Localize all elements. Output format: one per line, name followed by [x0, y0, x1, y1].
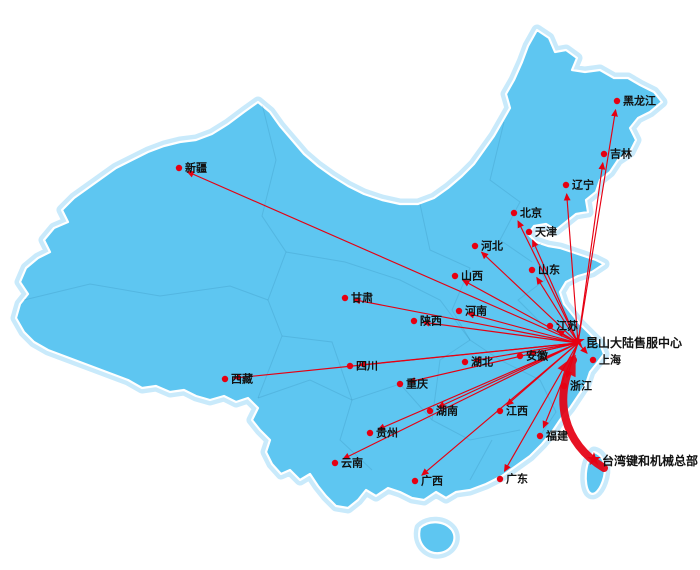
province-dot — [341, 294, 349, 302]
route-arrows — [186, 108, 618, 476]
province-dot — [461, 358, 469, 366]
province-dot — [346, 362, 354, 370]
province-dot — [613, 97, 621, 105]
route-arrow — [577, 108, 618, 344]
taiwan-to-kunshan-arrow — [557, 354, 608, 472]
province-dot — [589, 356, 597, 364]
province-dot — [525, 228, 533, 236]
mainland-shape — [14, 28, 664, 510]
province-dot — [366, 429, 374, 437]
province-dot — [331, 459, 339, 467]
province-dot — [411, 477, 419, 485]
province-dot — [516, 352, 524, 360]
province-dot — [528, 266, 536, 274]
province-dot — [510, 209, 518, 217]
province-dot — [562, 181, 570, 189]
province-dot — [496, 475, 504, 483]
province-dot — [451, 272, 459, 280]
route-arrow — [517, 220, 579, 344]
route-arrow — [407, 342, 579, 384]
province-dot — [396, 380, 404, 388]
province-dot — [455, 307, 463, 315]
route-arrow — [466, 311, 579, 344]
province-dot — [560, 382, 568, 390]
route-arrow — [556, 330, 579, 344]
route-arrow — [186, 171, 579, 344]
hainan-island — [418, 521, 456, 555]
province-dot — [536, 432, 544, 440]
province-dot — [410, 317, 418, 325]
route-arrow — [342, 342, 579, 460]
province-dot — [175, 164, 183, 172]
route-arrow — [377, 342, 579, 430]
route-arrow — [536, 276, 579, 344]
route-arrow — [480, 251, 579, 344]
route-arrow — [232, 342, 579, 381]
province-dot — [221, 375, 229, 383]
province-dot — [471, 242, 479, 250]
route-arrow — [532, 239, 579, 344]
province-dot — [600, 150, 608, 158]
province-dots — [175, 97, 621, 485]
route-arrow — [352, 297, 579, 344]
route-arrow — [563, 192, 579, 344]
province-dot — [426, 407, 434, 415]
route-arrow — [472, 342, 579, 363]
province-dot — [496, 407, 504, 415]
route-arrow — [421, 319, 579, 344]
route-arrow — [577, 161, 606, 344]
province-dot — [546, 322, 554, 330]
route-arrow — [577, 342, 588, 355]
